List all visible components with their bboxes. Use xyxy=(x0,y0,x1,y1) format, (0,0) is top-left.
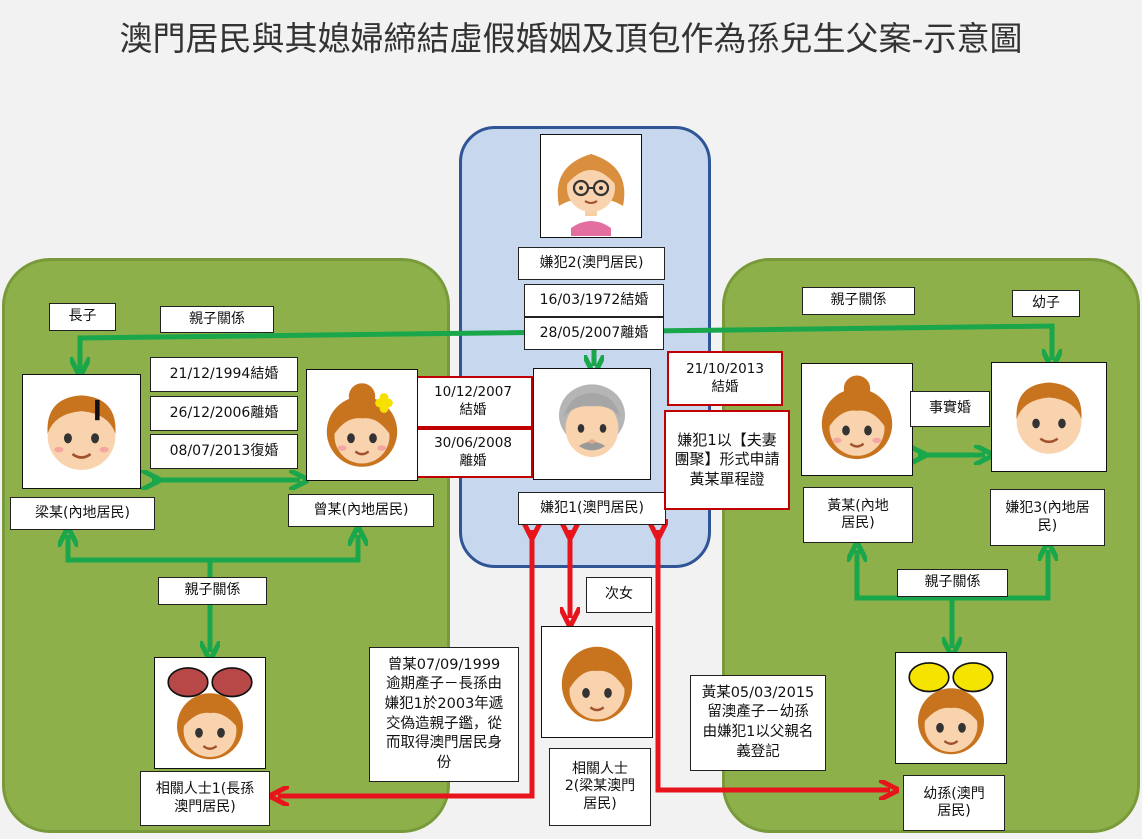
youngest-son-tag: 幼子 xyxy=(1012,290,1080,317)
grandma-glasses-icon xyxy=(557,154,625,236)
suspect2-marriage-date: 16/03/1972結婚 xyxy=(524,284,664,317)
zeng-s1-marriage: 10/12/2007 結婚 xyxy=(413,376,533,428)
suspect2-divorce-date: 28/05/2007離婚 xyxy=(524,317,664,350)
grandson-yellow-icon xyxy=(908,662,994,755)
huang-birth-note: 黃某05/03/2015留澳產子－幼孫由嫌犯1以父親名義登記 xyxy=(690,675,826,771)
suspect2-label: 嫌犯2(澳門居民) xyxy=(518,247,665,280)
huang-label: 黃某(內地居民) xyxy=(803,487,913,543)
parent-child-tag-right-top: 親子關係 xyxy=(802,287,915,315)
related1-portrait xyxy=(154,657,266,769)
second-daughter-tag: 次女 xyxy=(586,577,652,613)
youngest-grandson-label: 幼孫(澳門居民) xyxy=(903,775,1005,831)
huang-s1-marriage: 21/10/2013 結婚 xyxy=(667,351,783,406)
application-note: 嫌犯1以【夫妻團聚】形式申請黃某單程證 xyxy=(664,410,790,510)
parent-child-tag-left-top: 親子關係 xyxy=(160,306,274,333)
zeng-s1-divorce: 30/06/2008 離婚 xyxy=(413,428,533,478)
zeng-s1-divorce-word: 離婚 xyxy=(459,453,487,469)
grandpa-icon xyxy=(559,384,625,457)
related1-label: 相關人士1(長孫澳門居民) xyxy=(140,771,270,826)
woman-icon xyxy=(821,375,893,460)
liang-divorce-date: 26/12/2006離婚 xyxy=(150,396,298,431)
grandson-icon xyxy=(167,667,253,760)
daughter-icon xyxy=(561,646,633,722)
woman-flower-icon xyxy=(326,383,398,467)
young-man-icon xyxy=(1016,382,1082,454)
suspect1-portrait xyxy=(533,368,651,480)
youngest-grandson-portrait xyxy=(895,652,1007,764)
zeng-s1-marriage-date: 10/12/2007 xyxy=(434,384,512,401)
liang-remarriage-date: 08/07/2013復婚 xyxy=(150,434,298,469)
suspect2-portrait xyxy=(540,134,642,238)
suspect3-label: 嫌犯3(內地居民) xyxy=(990,489,1105,546)
suspect1-label: 嫌犯1(澳門居民) xyxy=(518,492,666,525)
eldest-son-tag: 長子 xyxy=(49,303,116,331)
zeng-portrait xyxy=(306,369,418,481)
zeng-label: 曾某(內地居民) xyxy=(288,494,434,527)
liang-portrait xyxy=(22,374,141,489)
suspect3-portrait xyxy=(991,362,1107,472)
huang-s1-marriage-date: 21/10/2013 xyxy=(686,360,764,377)
de-facto-tag: 事實婚 xyxy=(910,391,990,427)
liang-label: 梁某(內地居民) xyxy=(10,497,155,530)
man-icon xyxy=(47,395,116,470)
huang-s1-marriage-word: 結婚 xyxy=(711,378,739,395)
related2-portrait xyxy=(541,626,653,738)
zeng-s1-marriage-word: 結婚 xyxy=(459,402,487,418)
parent-child-tag-right: 親子關係 xyxy=(897,569,1008,597)
parent-child-tag-left: 親子關係 xyxy=(158,577,267,605)
related2-label: 相關人士2(梁某澳門居民) xyxy=(549,748,651,826)
huang-portrait xyxy=(801,363,913,476)
zeng-s1-divorce-date: 30/06/2008 xyxy=(434,435,512,452)
zeng-birth-note: 曾某07/09/1999逾期產子－長孫由嫌犯1於2003年遞交偽造親子鑑，從而取… xyxy=(369,647,519,782)
diagram-title: 澳門居民與其媳婦締結虛假婚姻及頂包作為孫兒生父案-示意圖 xyxy=(119,19,1023,58)
liang-marriage-date: 21/12/1994結婚 xyxy=(150,357,298,392)
